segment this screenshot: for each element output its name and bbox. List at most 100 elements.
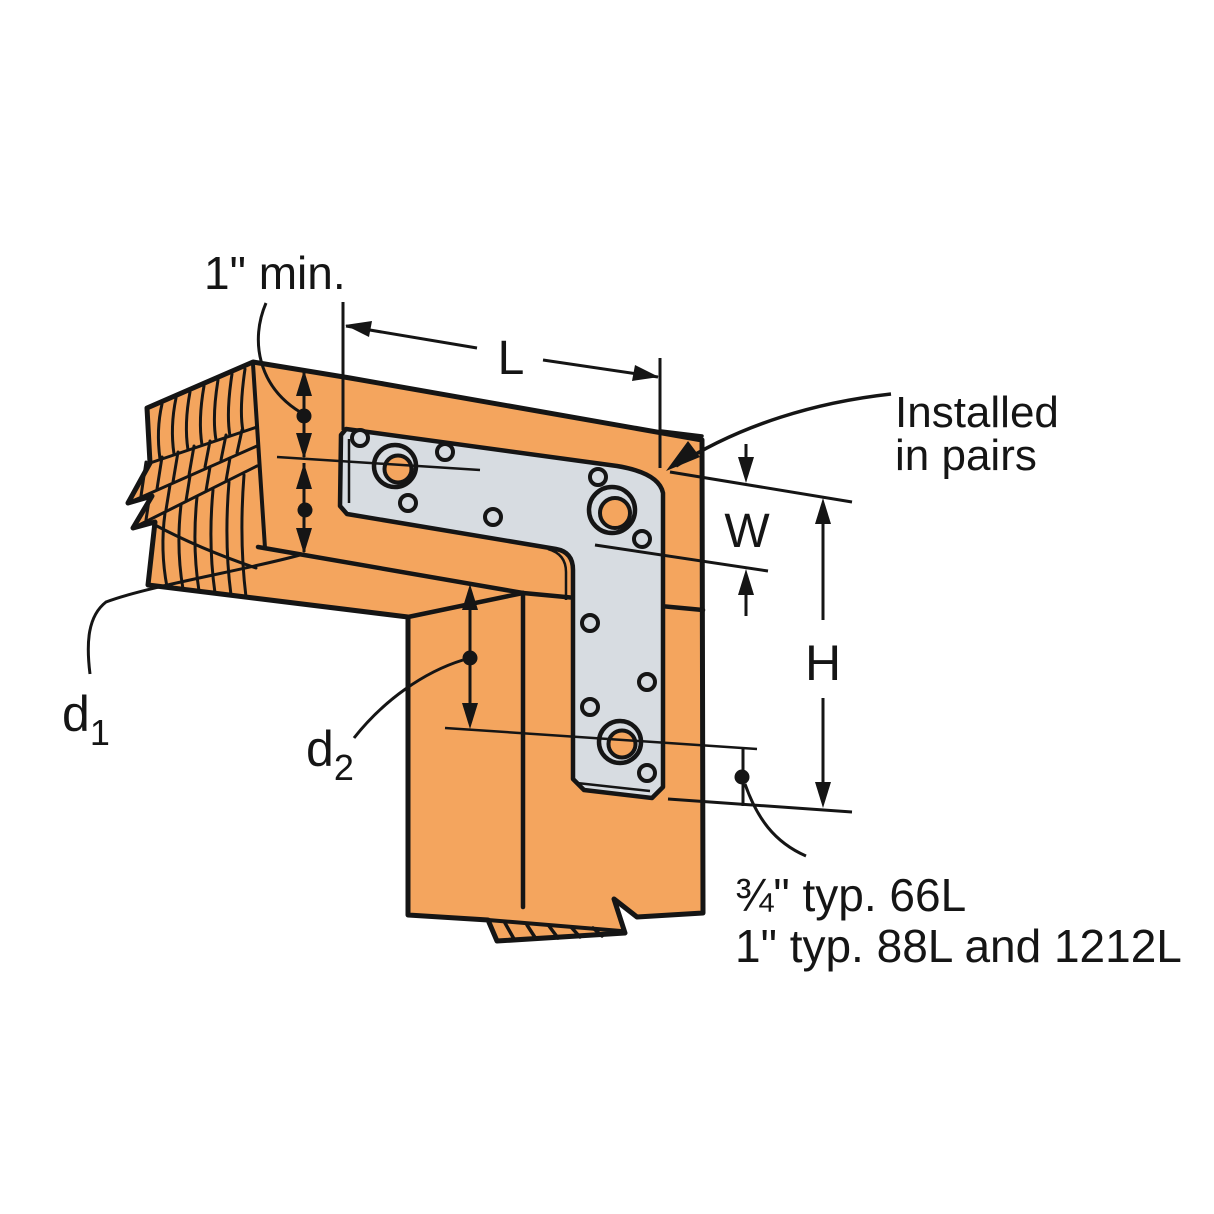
label-d1: d1	[62, 686, 110, 753]
label-installed-line1: Installed	[895, 388, 1059, 437]
grain-line	[184, 390, 192, 452]
dimension-d2	[352, 584, 478, 739]
arrow-down-icon	[296, 433, 312, 459]
nail-holes	[350, 428, 657, 783]
leader-dot	[734, 769, 750, 785]
beam-corner-sliver	[659, 429, 704, 438]
leader-line	[675, 392, 892, 468]
arrow-up-icon	[462, 584, 478, 610]
dimension-L	[341, 302, 662, 468]
arrow-down-icon	[296, 528, 312, 554]
arrow-left-icon	[345, 321, 372, 337]
grain-line	[239, 367, 247, 433]
label-note-line1: ¾" typ. 66L	[735, 869, 966, 921]
label-installed-line2: in pairs	[895, 431, 1037, 480]
grain-hatch	[139, 460, 148, 498]
grain-line	[240, 473, 248, 599]
beam-end-grain	[126, 367, 259, 599]
arrow-down-icon	[738, 457, 754, 483]
label-min-edge: 1" min.	[204, 247, 346, 299]
arrow-right-icon	[632, 365, 659, 381]
plate-edge-line	[576, 781, 651, 793]
grain-hatch	[184, 474, 192, 503]
grain-hatch	[219, 433, 228, 462]
grain-hatch	[235, 428, 244, 455]
dimension-min-edge	[256, 302, 312, 459]
label-height: H	[805, 635, 841, 691]
grain-hatch	[203, 439, 212, 469]
grain-hatch	[164, 483, 172, 512]
grain-hatch	[591, 926, 604, 938]
label-d2: d2	[306, 721, 354, 788]
nail-hole	[350, 428, 370, 448]
leader-line	[86, 553, 301, 675]
grain-line	[226, 372, 234, 438]
grain-hatch	[144, 492, 152, 522]
grain-hatch	[187, 444, 196, 477]
bolt-centerline-bottom	[444, 726, 758, 751]
label-note-line2: 1" typ. 88L and 1212L	[735, 920, 1182, 972]
wood-edges	[251, 362, 706, 933]
grain-line	[212, 378, 220, 442]
nail-hole	[637, 672, 657, 692]
post-end-grain	[503, 921, 604, 941]
label-width: W	[724, 505, 770, 558]
arrow-up-icon	[738, 569, 754, 595]
dimension-H	[667, 498, 853, 814]
grain-hatch	[204, 465, 212, 493]
arrow-up-icon	[296, 463, 312, 489]
label-d1-base: d	[62, 686, 90, 742]
arrowhead-icon	[666, 441, 700, 471]
extension-line	[667, 797, 853, 814]
extension-line	[594, 543, 769, 573]
grain-hatch	[503, 921, 516, 941]
label-length: L	[498, 332, 525, 385]
grain-hatch	[569, 925, 582, 939]
nail-hole	[632, 529, 652, 549]
leader-dot	[297, 502, 313, 518]
label-d2-sub: 2	[334, 747, 354, 788]
grain-line	[161, 511, 169, 589]
callout-installed-in-pairs	[666, 392, 892, 471]
grain-check-line	[151, 522, 258, 570]
post-break-strip-edge	[486, 918, 623, 933]
nail-hole	[483, 507, 503, 527]
grain-line	[170, 396, 178, 456]
dimension-d1	[86, 463, 313, 675]
label-d1-sub: 1	[90, 712, 110, 753]
grain-line	[209, 488, 217, 595]
extension-line	[669, 470, 853, 504]
arrow-up-icon	[296, 370, 312, 396]
nail-hole	[637, 763, 657, 783]
leader-dot	[462, 650, 478, 666]
arrow-down-icon	[462, 703, 478, 729]
leader-line	[743, 783, 807, 858]
nail-hole	[435, 442, 455, 462]
grain-hatch	[525, 923, 538, 941]
grain-crack-line	[131, 464, 259, 530]
nail-hole	[580, 697, 600, 717]
grain-line	[225, 480, 233, 597]
leader-dot	[296, 408, 312, 424]
bolt-centerline-top	[276, 455, 481, 472]
leader-line	[256, 302, 301, 414]
bolt-hole-inner	[382, 453, 414, 485]
grain-hatch	[547, 924, 560, 940]
nail-hole	[398, 493, 418, 513]
arrow-up-icon	[815, 498, 831, 524]
bolt-hole-inner	[606, 728, 638, 760]
grain-hatch	[155, 455, 164, 491]
beam-bottom-edge	[255, 544, 526, 596]
nail-hole	[580, 613, 600, 633]
leader-line	[352, 658, 464, 739]
label-d2-base: d	[306, 721, 334, 777]
arrow-down-icon	[815, 782, 831, 808]
dimension-end-distance	[734, 747, 807, 858]
dimension-W	[594, 444, 853, 616]
bolt-centerlines	[276, 455, 758, 751]
bolt-hole-inner	[598, 496, 632, 530]
grain-hatch	[171, 450, 180, 484]
grain-line	[198, 384, 206, 447]
